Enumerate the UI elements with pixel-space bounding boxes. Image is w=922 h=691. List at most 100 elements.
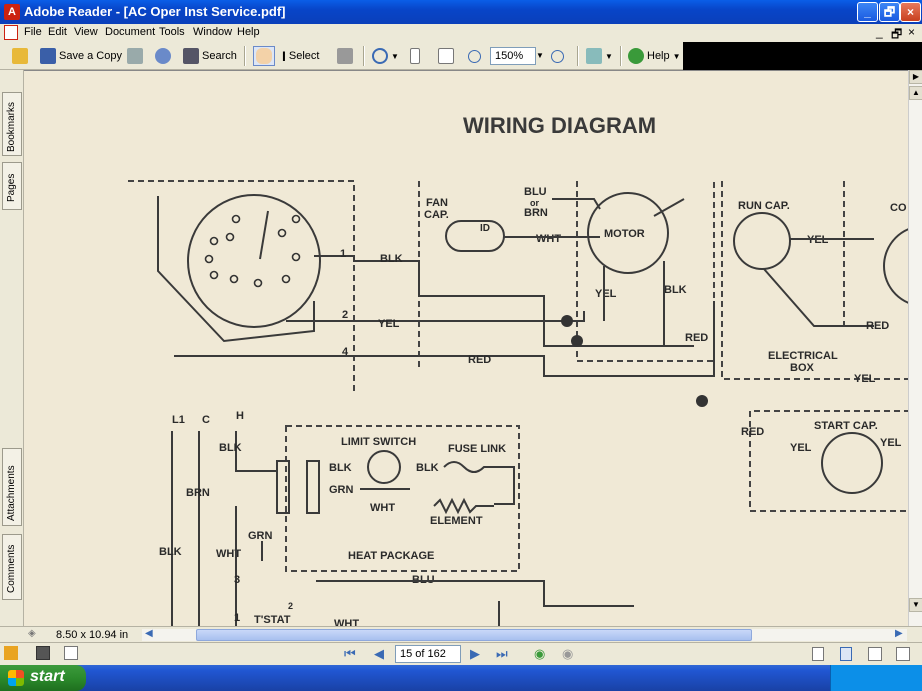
doc-close-button[interactable]: ×	[908, 25, 916, 39]
restore-button[interactable]: 🗗	[879, 2, 900, 22]
open-button[interactable]	[12, 46, 28, 66]
id-label: ID	[480, 223, 490, 234]
snapshot-tool-button[interactable]	[337, 46, 353, 66]
zoom-in-icon	[551, 49, 564, 63]
junction-dot	[561, 315, 573, 327]
chevron-down-icon: ▼	[391, 51, 399, 61]
wire-label-wht-lead: WHT	[216, 548, 241, 560]
tab-comments[interactable]: Comments	[2, 534, 22, 600]
tab-bookmarks[interactable]: Bookmarks	[2, 92, 22, 156]
zoom-in-button[interactable]	[551, 46, 564, 66]
zoom-out-button[interactable]	[468, 46, 481, 66]
wire-label-motor-red: RED	[685, 332, 708, 344]
menu-tools[interactable]: Tools	[159, 26, 185, 38]
tab-attachments[interactable]: Attachments	[2, 448, 22, 526]
zoom-dropdown-icon[interactable]: ▼	[536, 51, 544, 60]
hand-tool-button[interactable]	[253, 46, 275, 66]
go-back-icon[interactable]: ◉	[534, 646, 546, 661]
last-page-button[interactable]: ⏭	[496, 646, 508, 661]
window-title: Adobe Reader - [AC Oper Inst Service.pdf…	[24, 4, 286, 19]
zoom-out-icon	[468, 49, 481, 63]
heat-package-label: HEAT PACKAGE	[348, 550, 434, 562]
email-button[interactable]	[155, 46, 171, 66]
scroll-down-button[interactable]: ▼	[909, 598, 922, 612]
menu-file[interactable]: File	[24, 26, 42, 38]
continuous-layout-icon[interactable]	[840, 647, 852, 661]
lower-leads	[235, 506, 263, 626]
go-forward-icon[interactable]: ◉	[562, 646, 574, 661]
menu-window[interactable]: Window	[193, 26, 233, 38]
system-tray	[830, 665, 922, 691]
help-button[interactable]: Help▼	[628, 46, 681, 66]
zoom-tool-button[interactable]: ▼	[372, 46, 399, 66]
minimize-button[interactable]: _	[857, 2, 878, 22]
wire-label-hp-blk: BLK	[329, 462, 352, 474]
close-button[interactable]: ×	[900, 2, 921, 22]
floppy-disk-icon	[40, 48, 56, 64]
continuous-facing-layout-icon[interactable]	[896, 647, 910, 661]
chevron-down-icon: ▼	[672, 51, 681, 61]
document-view[interactable]: WIRING DIAGRAM 1 BLK 2 YEL 4 RED	[24, 70, 908, 626]
save-copy-button[interactable]: Save a Copy	[40, 46, 122, 66]
menu-edit[interactable]: Edit	[48, 26, 67, 38]
wire-label-grn-lead: GRN	[248, 530, 273, 542]
ground-lead	[653, 198, 685, 217]
menu-view[interactable]: View	[74, 26, 98, 38]
print-button[interactable]	[127, 46, 143, 66]
switch-body	[157, 196, 315, 343]
fan-cap-label-2: CAP.	[424, 209, 449, 221]
rotate-icon	[586, 48, 602, 64]
page-next-arrow-icon[interactable]: ▶	[909, 70, 922, 84]
motor-leads	[504, 198, 601, 238]
start-button[interactable]: start	[0, 665, 86, 691]
doc-restore-button[interactable]: 🗗	[891, 27, 903, 41]
menu-help[interactable]: Help	[237, 26, 260, 38]
facing-layout-icon[interactable]	[868, 647, 882, 661]
scroll-right-button[interactable]: ▶	[895, 628, 903, 639]
previous-page-button[interactable]: ◀	[374, 646, 384, 661]
wire-label-red: RED	[468, 354, 491, 366]
scroll-up-button[interactable]: ▲	[909, 86, 922, 100]
doc-minimize-button[interactable]: _	[876, 25, 883, 39]
tstat-terminal-1: 1	[234, 612, 240, 624]
next-page-button[interactable]: ▶	[470, 646, 480, 661]
fit-width-button[interactable]	[438, 46, 454, 66]
vertical-scrollbar[interactable]: ▶ ▲ ▼	[908, 70, 922, 626]
junction-dot	[696, 395, 708, 407]
page-size-label: 8.50 x 10.94 in	[56, 629, 129, 641]
terminal-4-label: 4	[342, 346, 349, 358]
rotate-button[interactable]: ▼	[586, 46, 613, 66]
fit-page-button[interactable]	[410, 46, 420, 66]
wire-label-blu: BLU	[524, 186, 547, 198]
single-page-layout-icon[interactable]	[812, 647, 824, 661]
page-number-input[interactable]: 15 of 162	[395, 645, 461, 663]
wire-label-blk-lead: BLK	[159, 546, 182, 558]
document-status-icon[interactable]	[64, 646, 78, 660]
toolbar-separator	[577, 46, 579, 66]
toolbar-separator	[363, 46, 365, 66]
search-label: Search	[202, 50, 237, 62]
motor-down-leads	[603, 261, 665, 346]
zoom-level-input[interactable]: 150%	[490, 47, 536, 65]
first-page-button[interactable]: ⏮	[344, 646, 356, 661]
junction-dot	[571, 335, 583, 347]
menu-bar: File Edit View Document Tools Window Hel…	[0, 24, 922, 42]
connector-plug	[306, 460, 320, 514]
wire-label-yel: YEL	[378, 318, 400, 330]
run-capacitor	[733, 212, 791, 270]
horizontal-scroll-thumb[interactable]	[196, 629, 752, 641]
search-button[interactable]: Search	[183, 46, 237, 66]
adobe-reader-icon: A	[4, 4, 20, 20]
tab-pages[interactable]: Pages	[2, 162, 22, 210]
wire-label-start-yel: YEL	[790, 442, 812, 454]
scroll-left-button[interactable]: ◀	[145, 628, 153, 639]
toolbar-separator	[244, 46, 246, 66]
menu-document[interactable]: Document	[105, 26, 156, 38]
power-leads	[171, 431, 277, 626]
tstat-terminal-2: 2	[288, 601, 293, 611]
electrical-box-enclosure	[721, 181, 908, 380]
save-status-icon[interactable]	[36, 646, 50, 660]
tstat-terminal-3: 3	[234, 574, 240, 586]
